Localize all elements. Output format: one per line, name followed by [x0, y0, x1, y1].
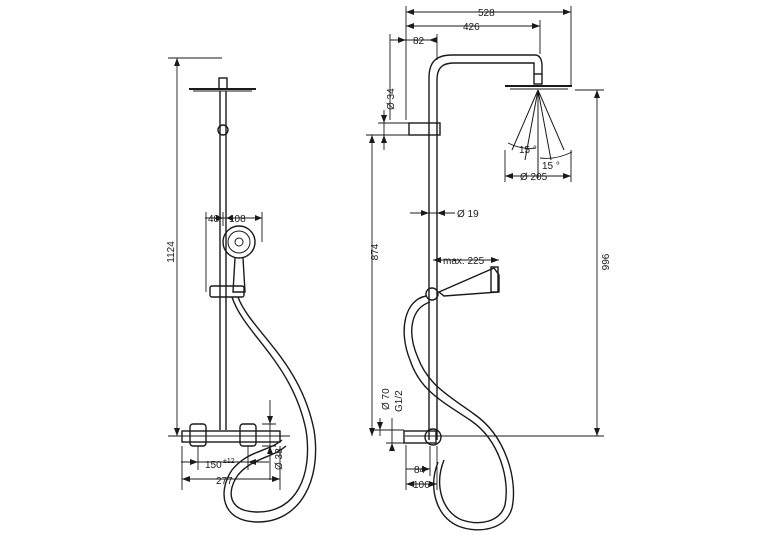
front-riser	[219, 91, 227, 430]
side-hand-shower	[437, 267, 500, 297]
dim-108: 108	[229, 214, 246, 225]
dim-150-tolerance: ±12	[223, 458, 235, 465]
dim-84: 84	[414, 465, 426, 476]
front-hand-shower	[222, 225, 256, 259]
dim-277: 277	[216, 476, 233, 487]
front-knob-left	[189, 423, 207, 447]
front-view	[168, 77, 317, 523]
side-thermostat	[403, 430, 437, 444]
side-thermostat-knob	[424, 428, 442, 446]
front-hose-inner	[230, 296, 309, 513]
dim-70: Ø 70	[381, 388, 392, 410]
front-hand-shower-ring	[227, 230, 251, 254]
side-slider	[425, 287, 439, 301]
front-slider	[209, 285, 245, 298]
side-dimensions: 528 426 82 Ø 34 874 Ø 19 max. 225	[366, 6, 612, 491]
side-head-stem	[533, 73, 543, 85]
side-hose-inner	[411, 301, 515, 531]
side-view	[403, 54, 604, 531]
dim-34: Ø 34	[386, 88, 397, 110]
dim-1124: 1124	[166, 241, 177, 263]
dim-874: 874	[370, 243, 381, 260]
side-hose	[403, 295, 507, 524]
front-hose	[223, 296, 317, 523]
front-knob-right	[239, 423, 257, 447]
dim-528: 528	[478, 8, 495, 19]
side-spray-lines	[511, 89, 565, 178]
dim-82: 82	[413, 36, 425, 47]
dim-150: 150	[205, 460, 222, 471]
dim-15b: 15 °	[542, 161, 560, 172]
front-dimensions: 1124 48 108 150 ±12 277 Ø 38	[166, 57, 285, 490]
dim-38: Ø 38	[274, 448, 285, 470]
dim-15a: 15 °	[519, 145, 537, 156]
dim-205: Ø 205	[520, 172, 548, 183]
front-hand-handle	[232, 257, 246, 293]
front-hand-shower-center	[234, 237, 244, 247]
side-hand-head	[490, 266, 499, 293]
dim-996: 996	[601, 253, 612, 270]
dim-19: Ø 19	[457, 209, 479, 220]
side-riser-inner	[436, 62, 535, 440]
dim-106: 106	[413, 480, 430, 491]
side-holder	[408, 122, 441, 136]
dim-426: 426	[463, 22, 480, 33]
dim-48: 48	[208, 214, 220, 225]
front-head-stem	[218, 77, 228, 90]
dim-G12: G1/2	[394, 390, 405, 412]
side-riser	[428, 54, 543, 440]
dim-max225: max. 225	[443, 256, 485, 267]
front-riser-joint	[217, 124, 229, 136]
